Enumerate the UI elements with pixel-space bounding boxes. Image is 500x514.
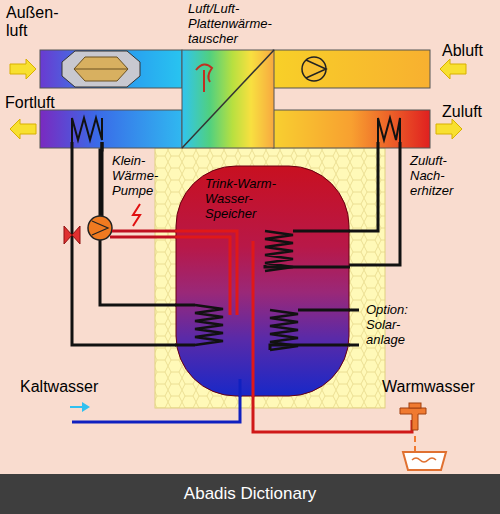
part-label: Warmwasser (382, 378, 475, 396)
cold-water-pipe (72, 396, 240, 422)
insulation-ground (155, 148, 385, 408)
text-word: erhitzer (410, 183, 453, 198)
fan-symbol-blade (306, 60, 326, 78)
coil-pipe (270, 310, 350, 350)
text-word: Option: (366, 302, 408, 317)
text-word: Dictionary (241, 484, 317, 503)
part-label: Luft/Luft- Plattenwärme- tauscher (188, 2, 272, 47)
text-word: tauscher (188, 31, 238, 46)
text-word: luft (6, 22, 27, 39)
compressor-symbol-mark (92, 221, 108, 235)
supply-duct (273, 110, 430, 148)
hot-gas-pipe (110, 231, 176, 237)
filter-element (74, 57, 128, 81)
part-label: Zuluft- Nach- erhitzer (410, 154, 453, 199)
watermark: Abadis Dictionary (184, 484, 316, 504)
text-word: Solar- (366, 317, 400, 332)
hot-water-pipe (253, 396, 412, 432)
text-word: anlage (366, 332, 405, 347)
extract-duct (273, 50, 430, 88)
part-label: Zuluft (442, 103, 482, 121)
intake-duct (40, 50, 182, 88)
text-word: Pumpe (112, 183, 153, 198)
coil-pipe (175, 305, 195, 345)
expansion-valve (64, 226, 80, 244)
air-arrow (10, 119, 36, 139)
text-word: Zuluft- (410, 153, 447, 168)
text-word: Trink-Warm- (205, 176, 276, 191)
filter-line (74, 69, 128, 70)
air-arrow (436, 119, 462, 139)
text-word: Außen- (6, 4, 58, 21)
tank-coil (195, 305, 223, 345)
storage-tank: Trink-Warm- Wasser- Speicher (175, 165, 350, 397)
power-symbol (133, 204, 140, 226)
refrigerant-pipe (100, 142, 102, 216)
text-word: Luft/Luft- (188, 1, 239, 16)
text-word: Speicher (205, 206, 256, 221)
watermark-bar (0, 474, 500, 514)
refrigerant-pipe (72, 142, 176, 345)
air-arrow (10, 59, 36, 79)
water-tap (400, 408, 426, 430)
text-word: Zuluft (442, 103, 482, 120)
compressor-symbol (88, 216, 112, 240)
tap-handle (409, 403, 421, 408)
text-word: Klein- (112, 153, 145, 168)
basin-water (412, 458, 436, 462)
text-word: Plattenwärme- (188, 16, 272, 31)
tank-outline (176, 166, 349, 396)
part-label: Option: Solar- anlage (366, 303, 408, 348)
water-stream (414, 436, 416, 452)
flow-arrow (70, 402, 90, 412)
part-label: Kaltwasser (20, 378, 98, 396)
text-word: Abluft (442, 42, 483, 59)
coil-pipe (265, 231, 350, 267)
exchanger-symbol (196, 64, 212, 92)
text-word: Kaltwasser (20, 378, 98, 395)
reheater-tank-coil (265, 231, 293, 271)
text-word: Wärme- (112, 168, 158, 183)
plate-heat-exchanger (182, 50, 274, 148)
part-label: Außen- luft (6, 4, 58, 41)
heating-pipe (349, 142, 400, 265)
wash-basin (403, 452, 446, 470)
hot-water-outlet (252, 241, 255, 397)
exhaust-duct (40, 110, 182, 148)
condenser-pipe (175, 231, 237, 315)
text-word: Abadis (184, 484, 236, 503)
solar-pipe (349, 310, 359, 345)
evaporator-coil (72, 118, 102, 142)
part-label: Fortluft (5, 94, 55, 112)
fan-symbol (302, 57, 326, 81)
part-label: Klein- Wärme- Pumpe (112, 154, 158, 199)
text-word: Warmwasser (382, 378, 475, 395)
part-label: Abluft (442, 42, 483, 60)
filter-housing (62, 51, 140, 87)
text-word: Wasser- (205, 191, 253, 206)
reheater-coil (378, 118, 400, 142)
text-word: Nach- (410, 168, 445, 183)
air-arrow (440, 59, 466, 79)
cold-water-inlet (239, 379, 242, 397)
tank-drawing (175, 165, 350, 397)
text-word: Fortluft (5, 94, 55, 111)
exchanger-plate (182, 50, 274, 148)
tank-label: Trink-Warm- Wasser- Speicher (205, 165, 276, 222)
